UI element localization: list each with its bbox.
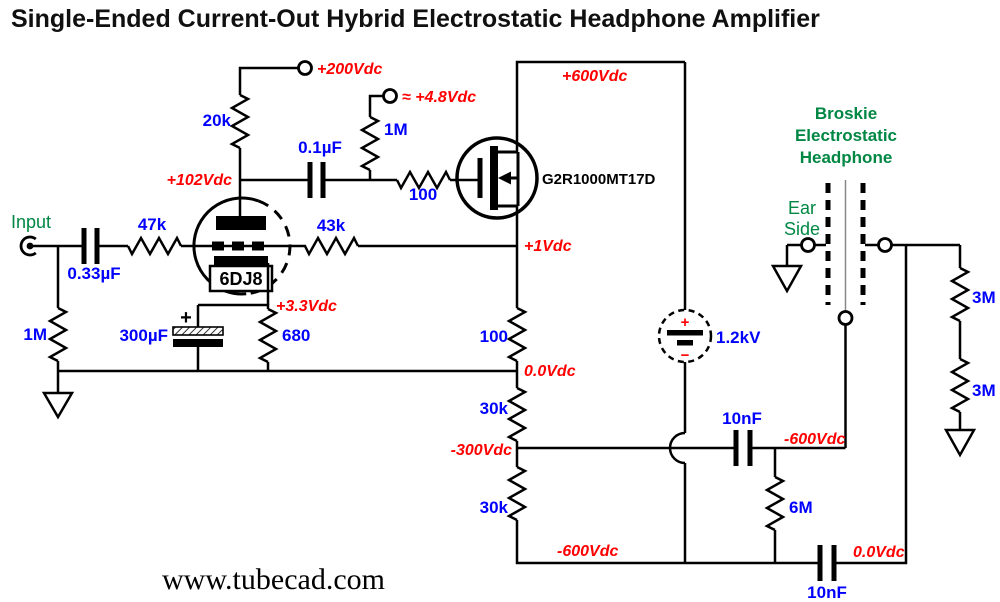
label-600vdc-top: +600Vdc <box>562 68 627 85</box>
resistor-100-gate <box>395 169 452 191</box>
capacitors <box>81 162 837 581</box>
terminal-200v <box>297 60 313 76</box>
capacitor-input <box>81 228 100 264</box>
label-3m-bot: 3M <box>972 381 996 400</box>
label-ear: Ear <box>788 198 816 218</box>
tube-6dj8: 6DJ8 <box>192 196 292 305</box>
resistors <box>47 93 971 532</box>
label-30k-bot: 30k <box>480 498 509 517</box>
input-jack <box>19 235 37 257</box>
tube-cathode <box>214 256 268 265</box>
label-100-gate: 100 <box>409 185 437 204</box>
label-neg300: -300Vdc <box>451 442 512 459</box>
label-4v8: ≈ +4.8Vdc <box>402 89 476 106</box>
label-102vdc: +102Vdc <box>167 172 232 189</box>
label-1m-bias: 1M <box>384 120 408 139</box>
resistor-30k-bottom <box>506 465 528 522</box>
mosfet-body-arrow <box>498 171 511 185</box>
resistor-47k <box>126 235 183 257</box>
label-0u1: 0.1µF <box>298 138 342 157</box>
label-3v3: +3.3Vdc <box>276 298 337 315</box>
capacitor-10nf-bottom <box>817 545 837 581</box>
label-200vdc: +200Vdc <box>317 61 382 78</box>
label-47k: 47k <box>138 215 167 234</box>
capacitor-electrolytic-300uf: + <box>172 307 224 347</box>
polarity-plus-sign: + <box>180 307 192 329</box>
ground-ear <box>770 264 804 294</box>
terminal-bias <box>382 88 398 104</box>
voltage-labels: +200Vdc ≈ +4.8Vdc +102Vdc +600Vdc +1Vdc … <box>167 61 905 561</box>
ground-symbols <box>41 264 977 458</box>
wire-layer <box>30 60 962 565</box>
label-10nf-bot: 10nF <box>807 583 847 602</box>
label-43k: 43k <box>317 216 346 235</box>
battery-1-2kv: + − <box>657 308 713 364</box>
label-input: Input <box>11 212 51 232</box>
watermark: www.tubecad.com <box>162 563 385 596</box>
resistor-1m-input <box>47 306 69 363</box>
value-labels: 20k 0.1µF 1M 100 47k 0.33µF 1M 43k 300µF… <box>23 111 995 602</box>
label-neg600-mid: -600Vdc <box>784 431 845 448</box>
tube-plate <box>216 216 266 230</box>
capacitor-couple <box>307 162 326 198</box>
label-30k-top: 30k <box>480 399 509 418</box>
label-1k2v: 1.2kV <box>716 328 761 347</box>
terminals <box>297 60 893 326</box>
battery-minus-sign: − <box>681 347 690 364</box>
label-6m: 6M <box>789 498 813 517</box>
label-300uf: 300µF <box>119 326 168 345</box>
resistor-3m-bottom <box>949 357 971 414</box>
label-3m-top: 3M <box>972 288 996 307</box>
resistor-100-source <box>506 306 528 363</box>
label-headphone-3: Headphone <box>800 148 893 167</box>
label-headphone-2: Electrostatic <box>795 126 897 145</box>
green-annotations: Input Ear Side Broskie Electrostatic Hea… <box>11 104 897 239</box>
label-0v-bot: 0.0Vdc <box>853 544 905 561</box>
ground-input <box>41 391 75 420</box>
mosfet-label: G2R1000MT17D <box>542 171 656 188</box>
label-1m-input: 1M <box>23 325 47 344</box>
tube-label: 6DJ8 <box>219 269 262 289</box>
resistor-3m-top <box>949 266 971 323</box>
page-title: Single-Ended Current-Out Hybrid Electros… <box>11 5 820 33</box>
label-0v-mid: 0.0Vdc <box>524 363 576 380</box>
terminal-ear-left <box>800 237 816 253</box>
label-side: Side <box>784 219 820 239</box>
resistor-6m <box>764 475 786 532</box>
label-headphone-1: Broskie <box>815 104 877 123</box>
resistor-20k <box>229 93 251 150</box>
resistor-1m-bias <box>359 115 381 172</box>
capacitor-10nf-mid <box>733 430 753 466</box>
wire-hop <box>668 431 686 465</box>
mosfet-symbol <box>455 136 539 220</box>
resistor-680 <box>257 307 279 364</box>
label-680: 680 <box>282 326 310 345</box>
label-0u33: 0.33µF <box>67 264 120 283</box>
resistor-30k-top <box>506 386 528 443</box>
headphone-element <box>825 180 866 312</box>
resistor-43k <box>303 235 360 257</box>
label-100-source: 100 <box>480 327 508 346</box>
battery-plus-sign: + <box>681 314 690 331</box>
tube-label-box <box>208 264 274 293</box>
label-1vdc: +1Vdc <box>524 238 572 255</box>
terminal-diaphragm <box>837 310 854 326</box>
ground-3m <box>943 428 977 458</box>
label-neg600-bot: -600Vdc <box>557 543 618 560</box>
label-20k: 20k <box>203 111 232 130</box>
terminal-stator-right <box>877 237 893 253</box>
label-10nf-mid: 10nF <box>722 409 762 428</box>
